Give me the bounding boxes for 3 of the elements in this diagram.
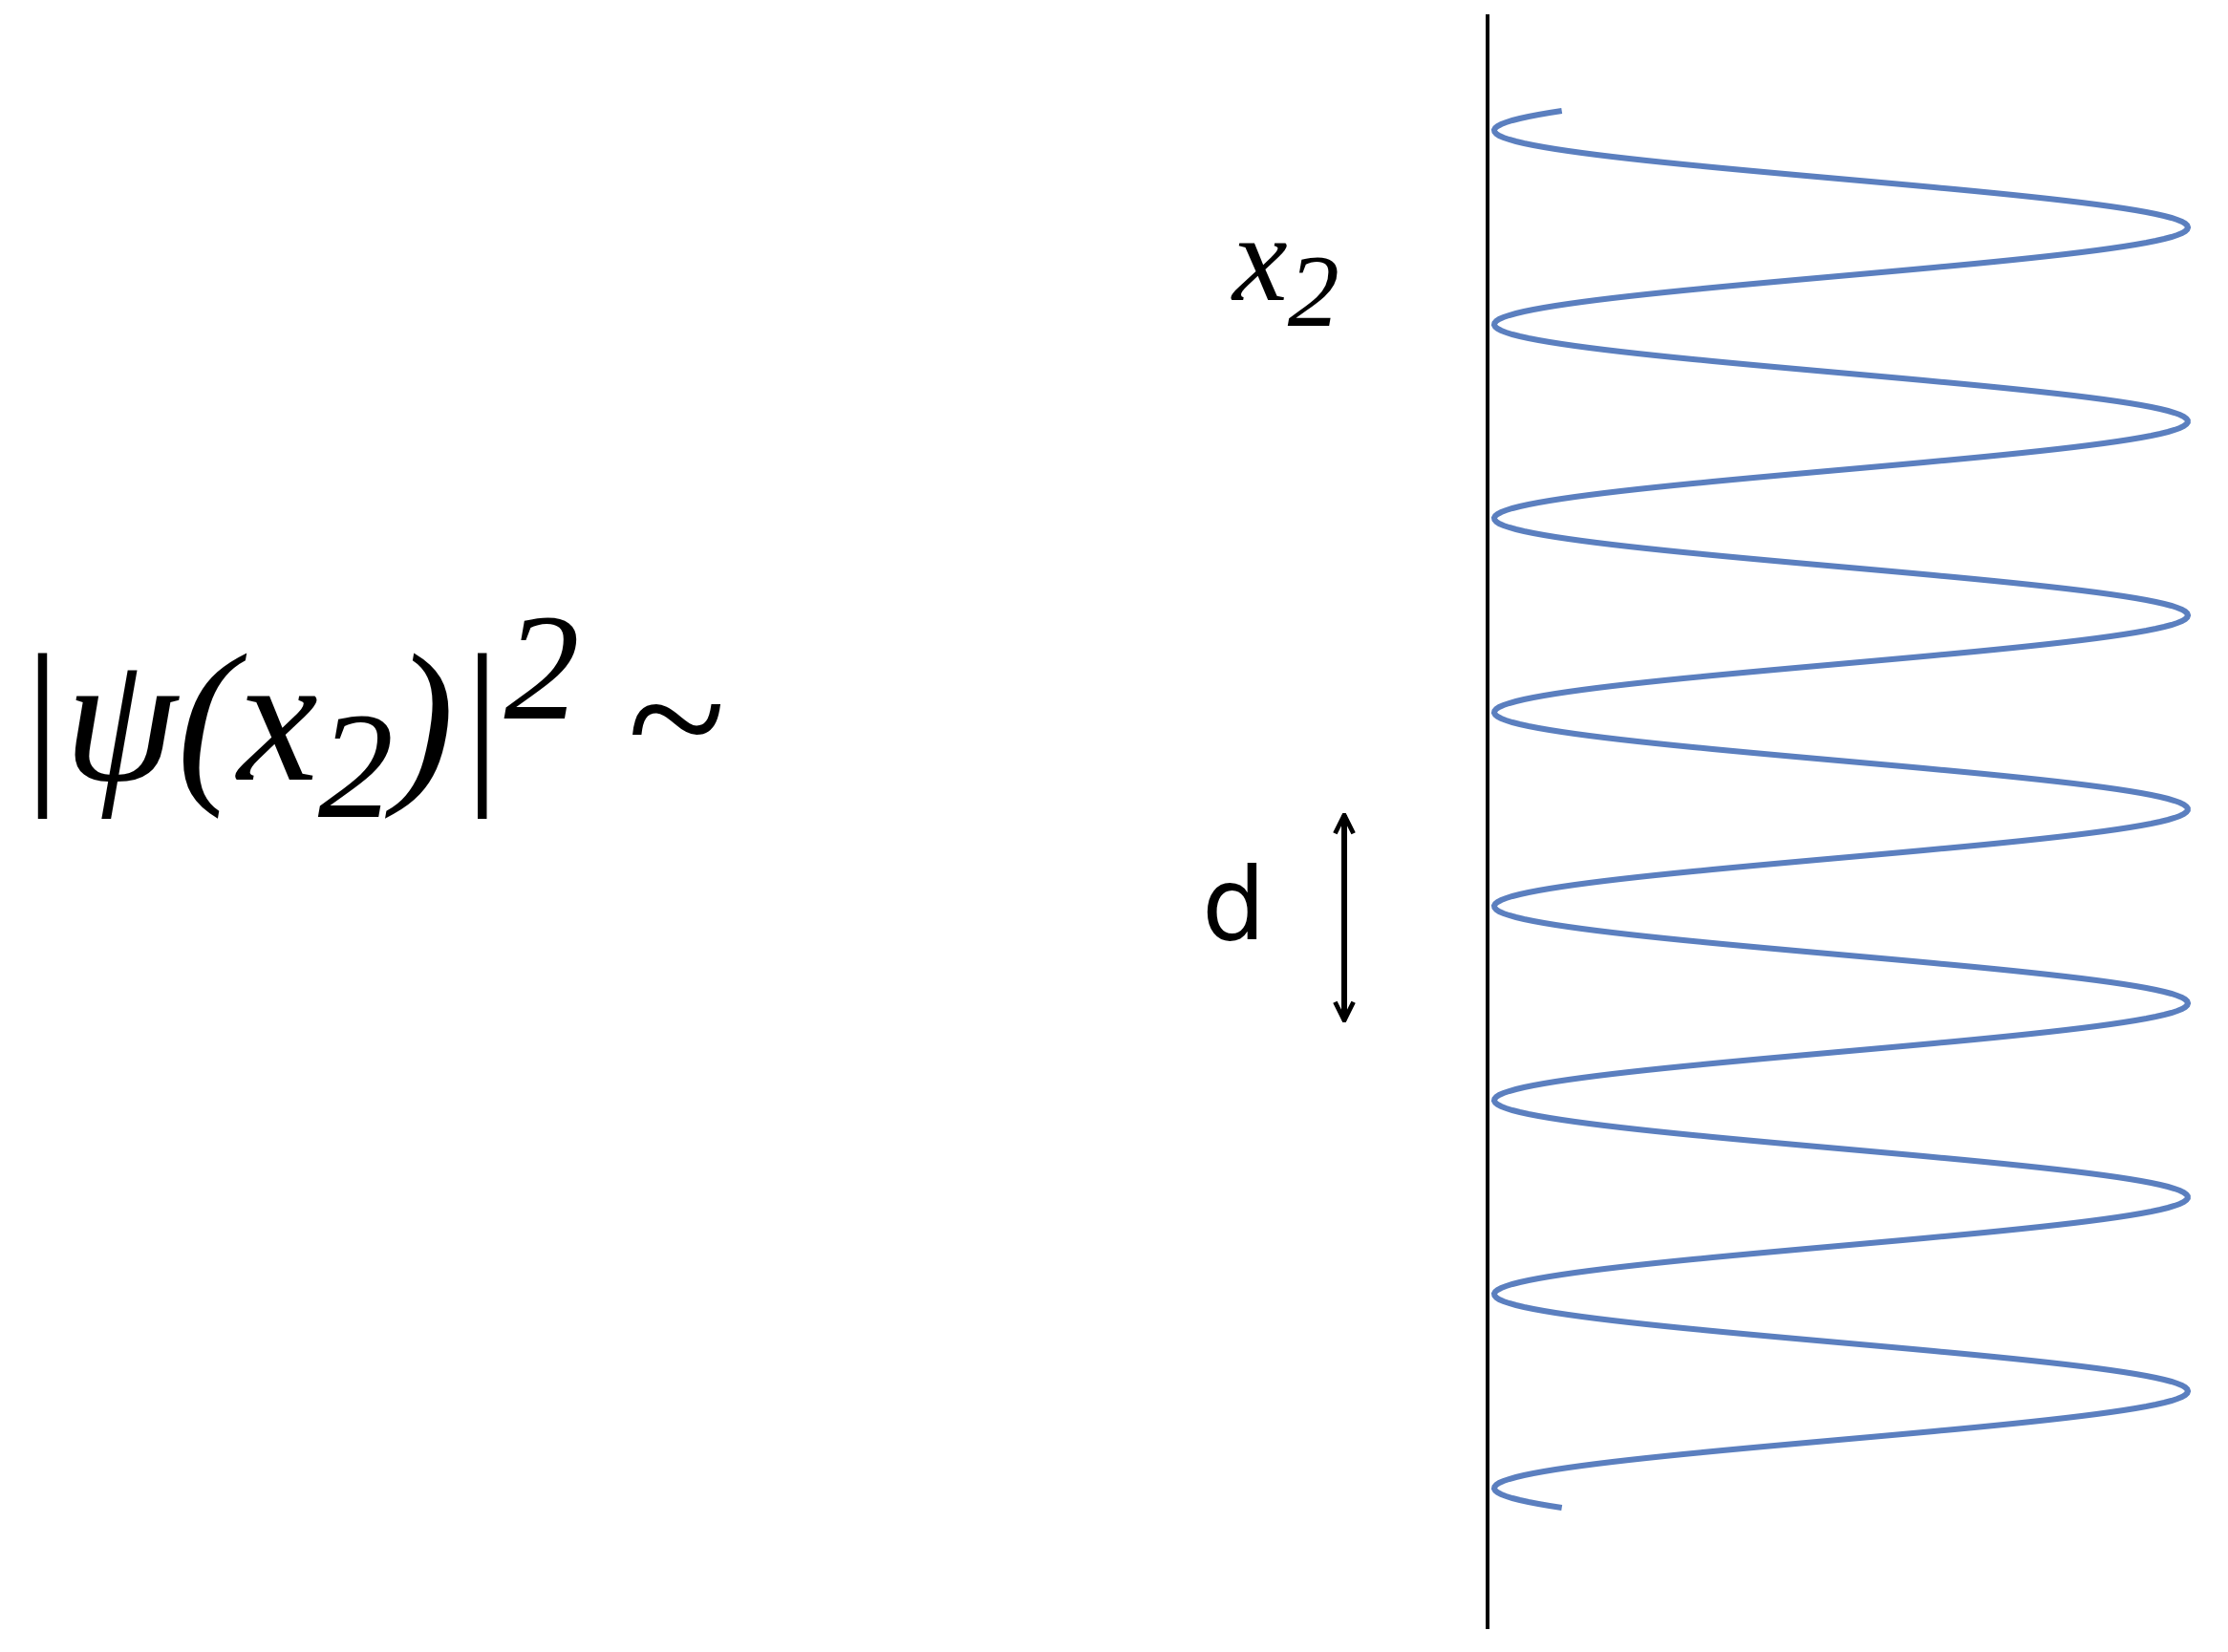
formula: |ψ(x$_{2}$)|$^{2}$ ~ [14,592,723,843]
spacing-label: d [1202,855,1266,955]
axis-label: x$_{2}$ [1232,196,1339,343]
